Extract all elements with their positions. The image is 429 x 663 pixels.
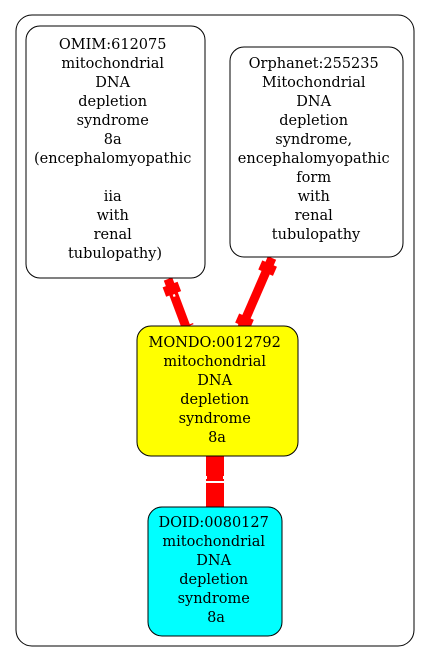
node-mondo-label: MONDO:0012792 mitochondrial DNA depletio… [148,335,285,446]
node-omim-label: OMIM:612075 mitochondrial DNA depletion … [34,37,196,262]
node-doid: DOID:0080127 mitochondrial DNA depletion… [147,506,283,637]
node-doid-label: DOID:0080127 mitochondrial DNA depletion… [159,515,274,626]
edge-mondo-to-doid [204,456,226,507]
node-omim: OMIM:612075 mitochondrial DNA depletion … [25,25,206,279]
edges [160,254,280,507]
node-mondo-box [136,325,299,457]
node-omim-box [25,25,206,279]
node-orphanet-box [229,46,404,258]
cluster-boundary [15,14,415,647]
node-mondo: MONDO:0012792 mitochondrial DNA depletio… [136,325,299,457]
edge-omim-to-mondo [160,276,194,330]
node-orphanet: Orphanet:255235 Mitochondrial DNA deplet… [229,46,404,258]
node-orphanet-label: Orphanet:255235 Mitochondrial DNA deplet… [238,56,394,243]
edge-orphanet-to-mondo [234,254,280,331]
node-doid-box [147,506,283,637]
